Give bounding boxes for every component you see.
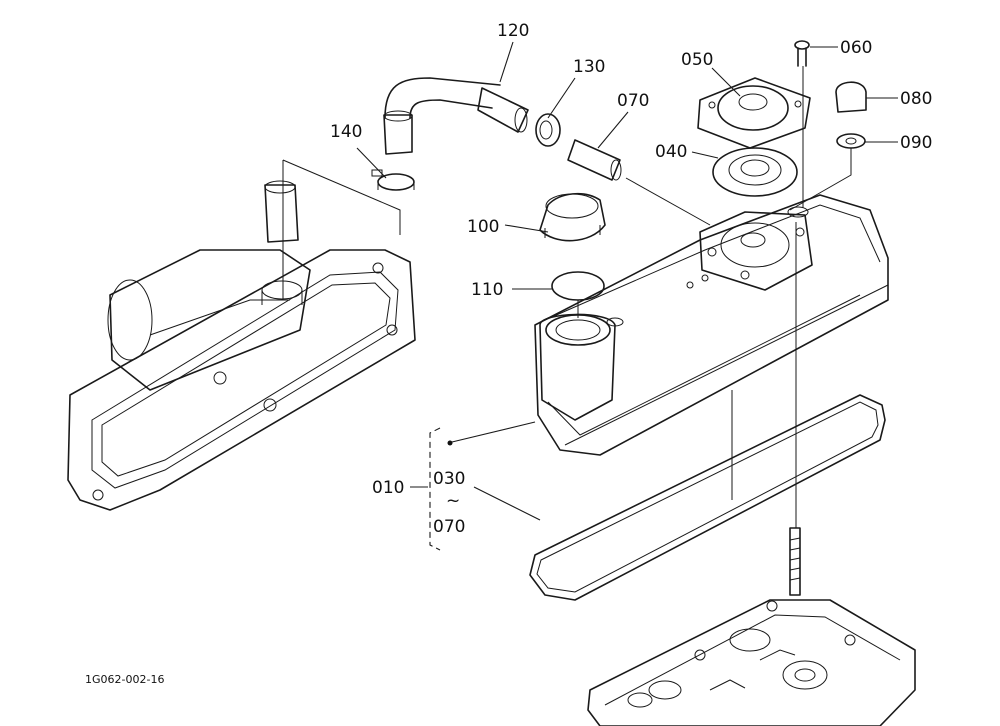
label-040: 040	[655, 142, 687, 162]
label-070-top: 070	[617, 91, 649, 111]
leader-lines	[356, 41, 898, 521]
washer-090	[836, 133, 866, 149]
label-090: 090	[900, 133, 932, 153]
label-060: 060	[840, 38, 872, 58]
cap-nut-080	[835, 81, 867, 113]
label-070-bottom: 070	[433, 517, 465, 537]
breather-hose	[383, 77, 529, 155]
hose-clip-140	[371, 169, 415, 191]
cover-gasket	[529, 394, 886, 601]
label-tilde: ~	[446, 491, 460, 511]
label-100: 100	[467, 217, 499, 237]
label-010: 010	[372, 478, 404, 498]
oil-cap-100	[539, 192, 606, 242]
stud-bolt	[789, 527, 801, 596]
diaphragm-040	[712, 147, 798, 197]
assembly-lines	[282, 66, 852, 528]
label-110: 110	[471, 280, 503, 300]
intake-manifold	[67, 180, 416, 511]
label-140: 140	[330, 122, 362, 142]
cylinder-head	[587, 599, 916, 726]
label-120: 120	[497, 21, 529, 41]
label-130: 130	[573, 57, 605, 77]
o-ring-110	[551, 271, 605, 301]
drawing-code: 1G062-002-16	[85, 673, 164, 686]
group-bracket	[429, 427, 441, 551]
valve-cover	[534, 194, 889, 456]
pipe-070	[567, 139, 622, 181]
label-080: 080	[900, 89, 932, 109]
bolt-060	[794, 40, 810, 67]
leader-dot	[447, 440, 453, 446]
breather-cover-050	[697, 77, 811, 149]
hose-clip-130	[535, 113, 561, 147]
label-050: 050	[681, 50, 713, 70]
label-030: 030	[433, 469, 465, 489]
